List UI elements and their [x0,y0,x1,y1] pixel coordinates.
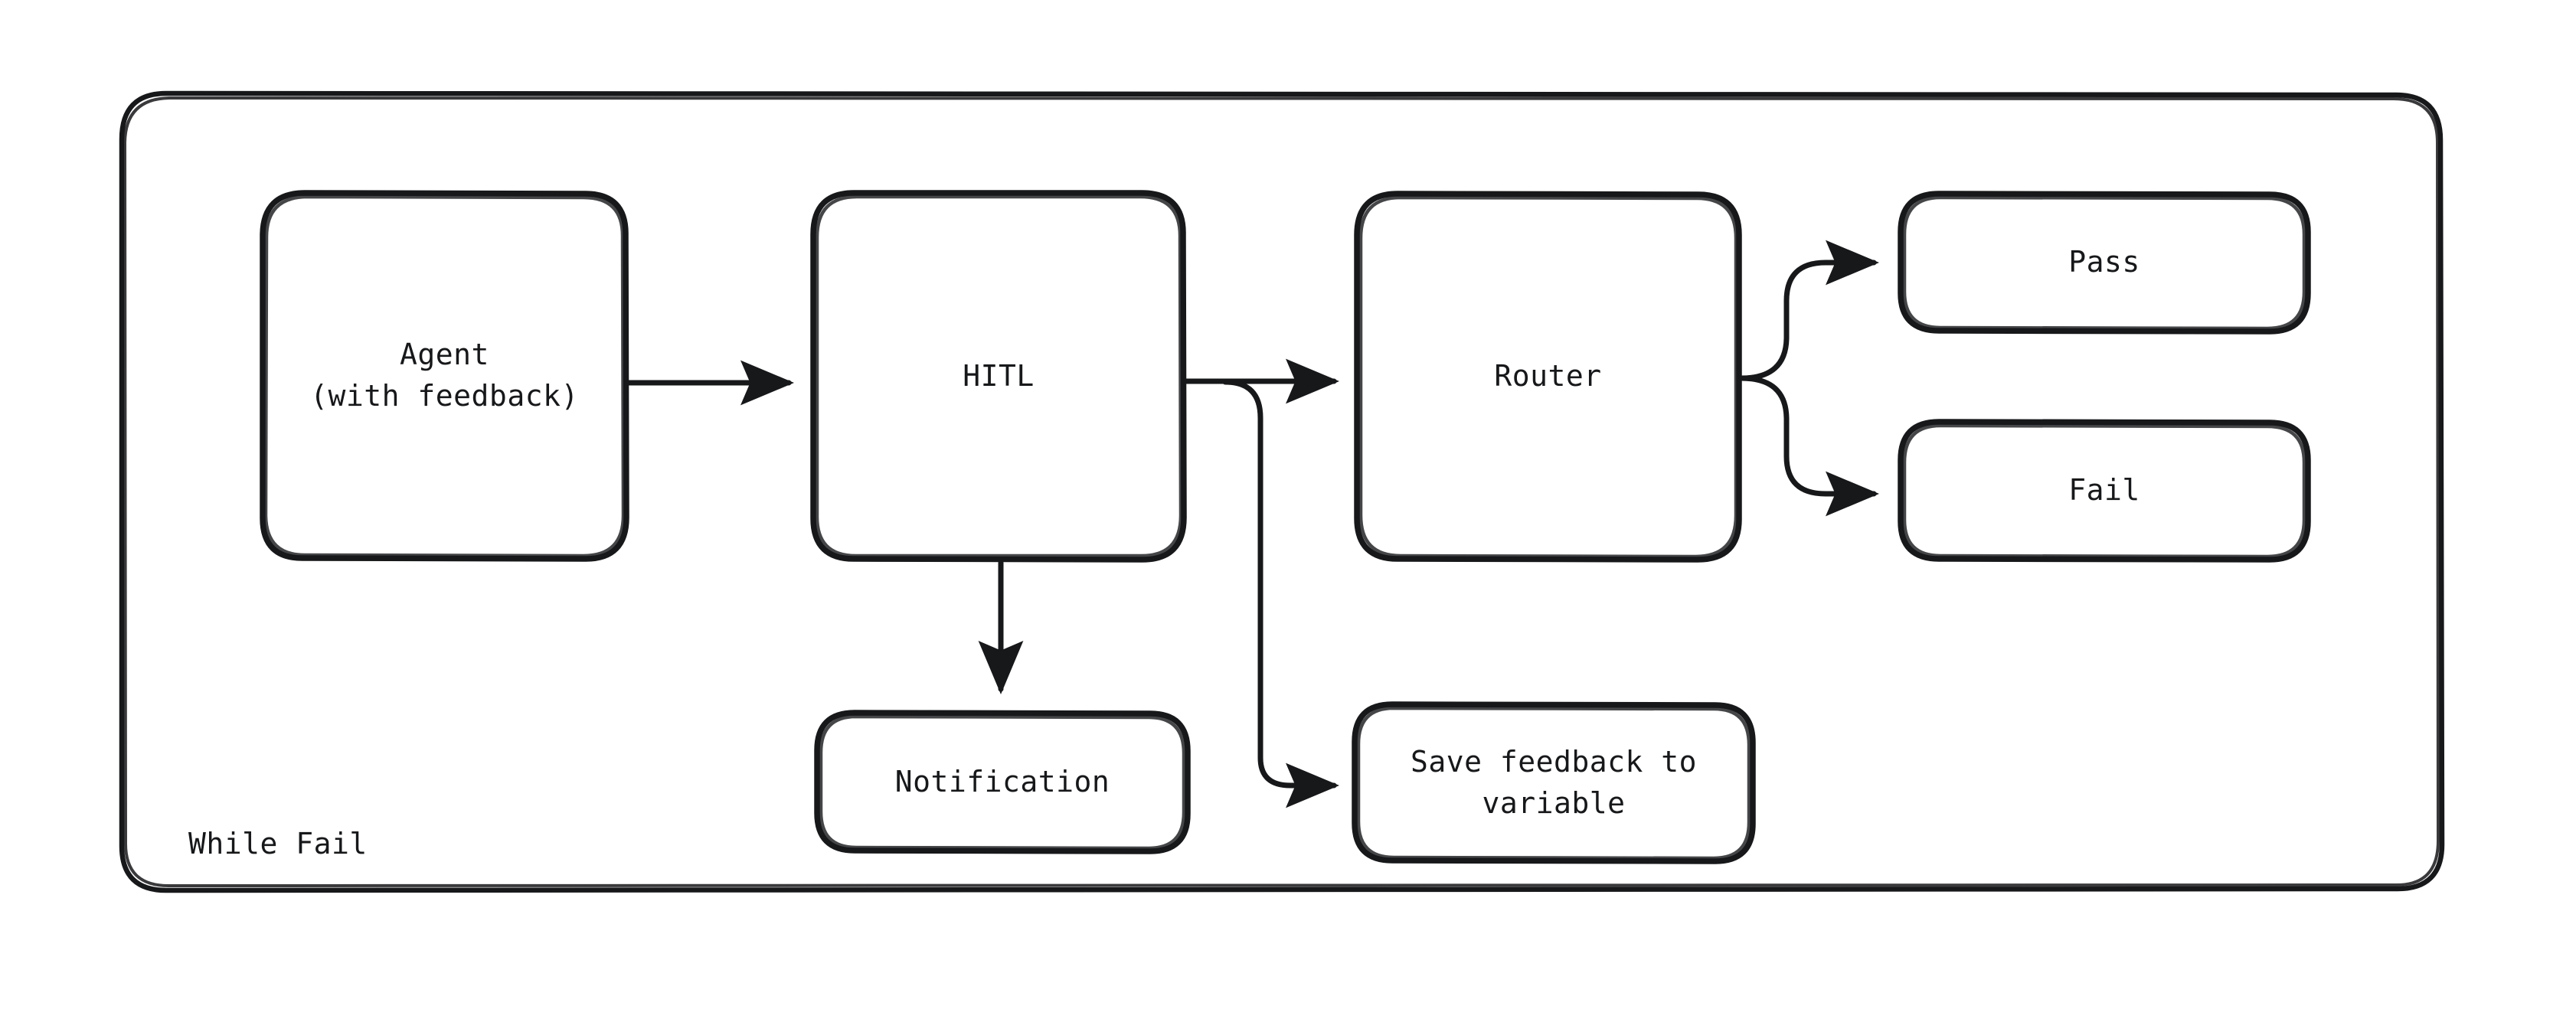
edge-router-to-fail [1738,375,1880,517]
node-box-agent[interactable] [260,190,629,562]
node-box-save-feedback[interactable] [1352,701,1756,864]
node-box-pass[interactable] [1898,191,2311,335]
node-box-hitl[interactable] [810,190,1187,563]
node-box-router[interactable] [1354,191,1742,563]
node-box-notification[interactable] [814,710,1191,854]
node-box-fail[interactable] [1898,419,2311,563]
edge-router-to-pass [1738,240,1880,381]
subgraph-title-while-fail: While Fail [188,827,368,860]
edge-hitl-to-save-feedback [1222,379,1340,808]
subgraph-container-while-fail [119,90,2445,893]
